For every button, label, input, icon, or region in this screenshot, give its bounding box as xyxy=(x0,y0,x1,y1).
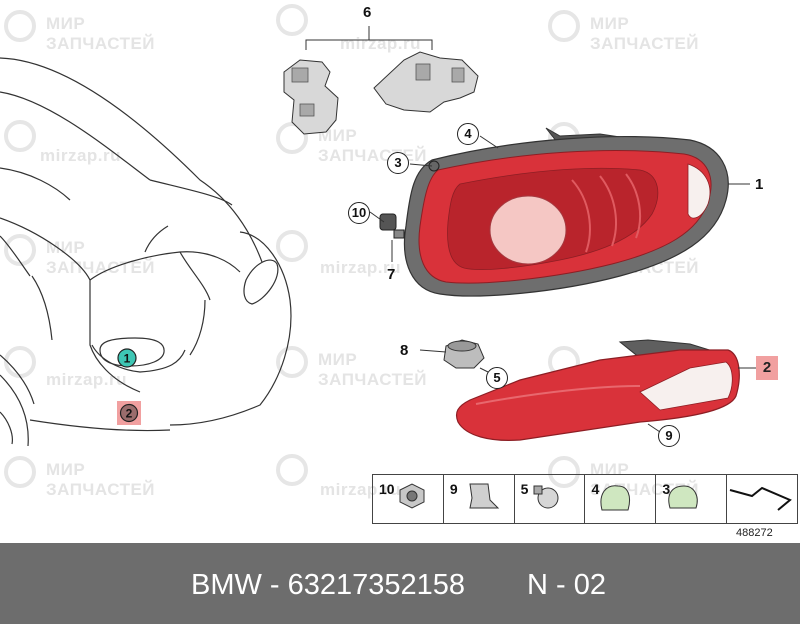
car-rear-outline xyxy=(0,57,292,447)
legend-item xyxy=(727,475,797,523)
legend-item: 10 xyxy=(373,475,444,523)
legend-item: 9 xyxy=(444,475,515,523)
diagram-reference-code: 488272 xyxy=(736,527,773,539)
legend-item: 3 xyxy=(656,475,728,523)
footer-text: BMW - 63217352158 N - 02 xyxy=(0,543,800,624)
callout-9: 9 xyxy=(658,425,680,447)
tail-lamp-part-1 xyxy=(403,127,729,297)
callout-6: 6 xyxy=(363,4,372,21)
legend-number: 10 xyxy=(379,481,395,497)
footer-bar: BMW - 63217352158 N - 02 xyxy=(0,543,800,624)
callout-8: 8 xyxy=(400,342,409,359)
tail-lamp-part-2 xyxy=(455,339,740,441)
car-callout-2: 2 xyxy=(126,407,133,421)
callout-5: 5 xyxy=(486,367,508,389)
part-number-label: BMW - 63217352158 xyxy=(191,569,466,601)
legend-number: 4 xyxy=(591,481,600,497)
diagram-svg: 1 2 xyxy=(0,4,792,511)
parts-legend: 10 9 5 4 3 xyxy=(372,474,798,524)
legend-number: 5 xyxy=(520,481,529,497)
legend-number: 3 xyxy=(662,481,671,497)
legend-illustrations xyxy=(399,483,792,511)
car-callout-1: 1 xyxy=(124,352,131,366)
legend-number: 9 xyxy=(449,481,458,497)
callout-1: 1 xyxy=(755,176,764,193)
car-highlight-1 xyxy=(117,348,137,368)
callout-2: 2 xyxy=(756,356,778,380)
legend-item: 4 xyxy=(585,475,657,523)
callout-10: 10 xyxy=(348,202,370,224)
part-position-label: N - 02 xyxy=(527,569,606,601)
legend-item: 5 xyxy=(515,475,586,523)
callout-7: 7 xyxy=(387,266,396,283)
callout-3: 3 xyxy=(387,152,409,174)
callout-4: 4 xyxy=(457,123,479,145)
bracket-part-6 xyxy=(283,51,479,135)
